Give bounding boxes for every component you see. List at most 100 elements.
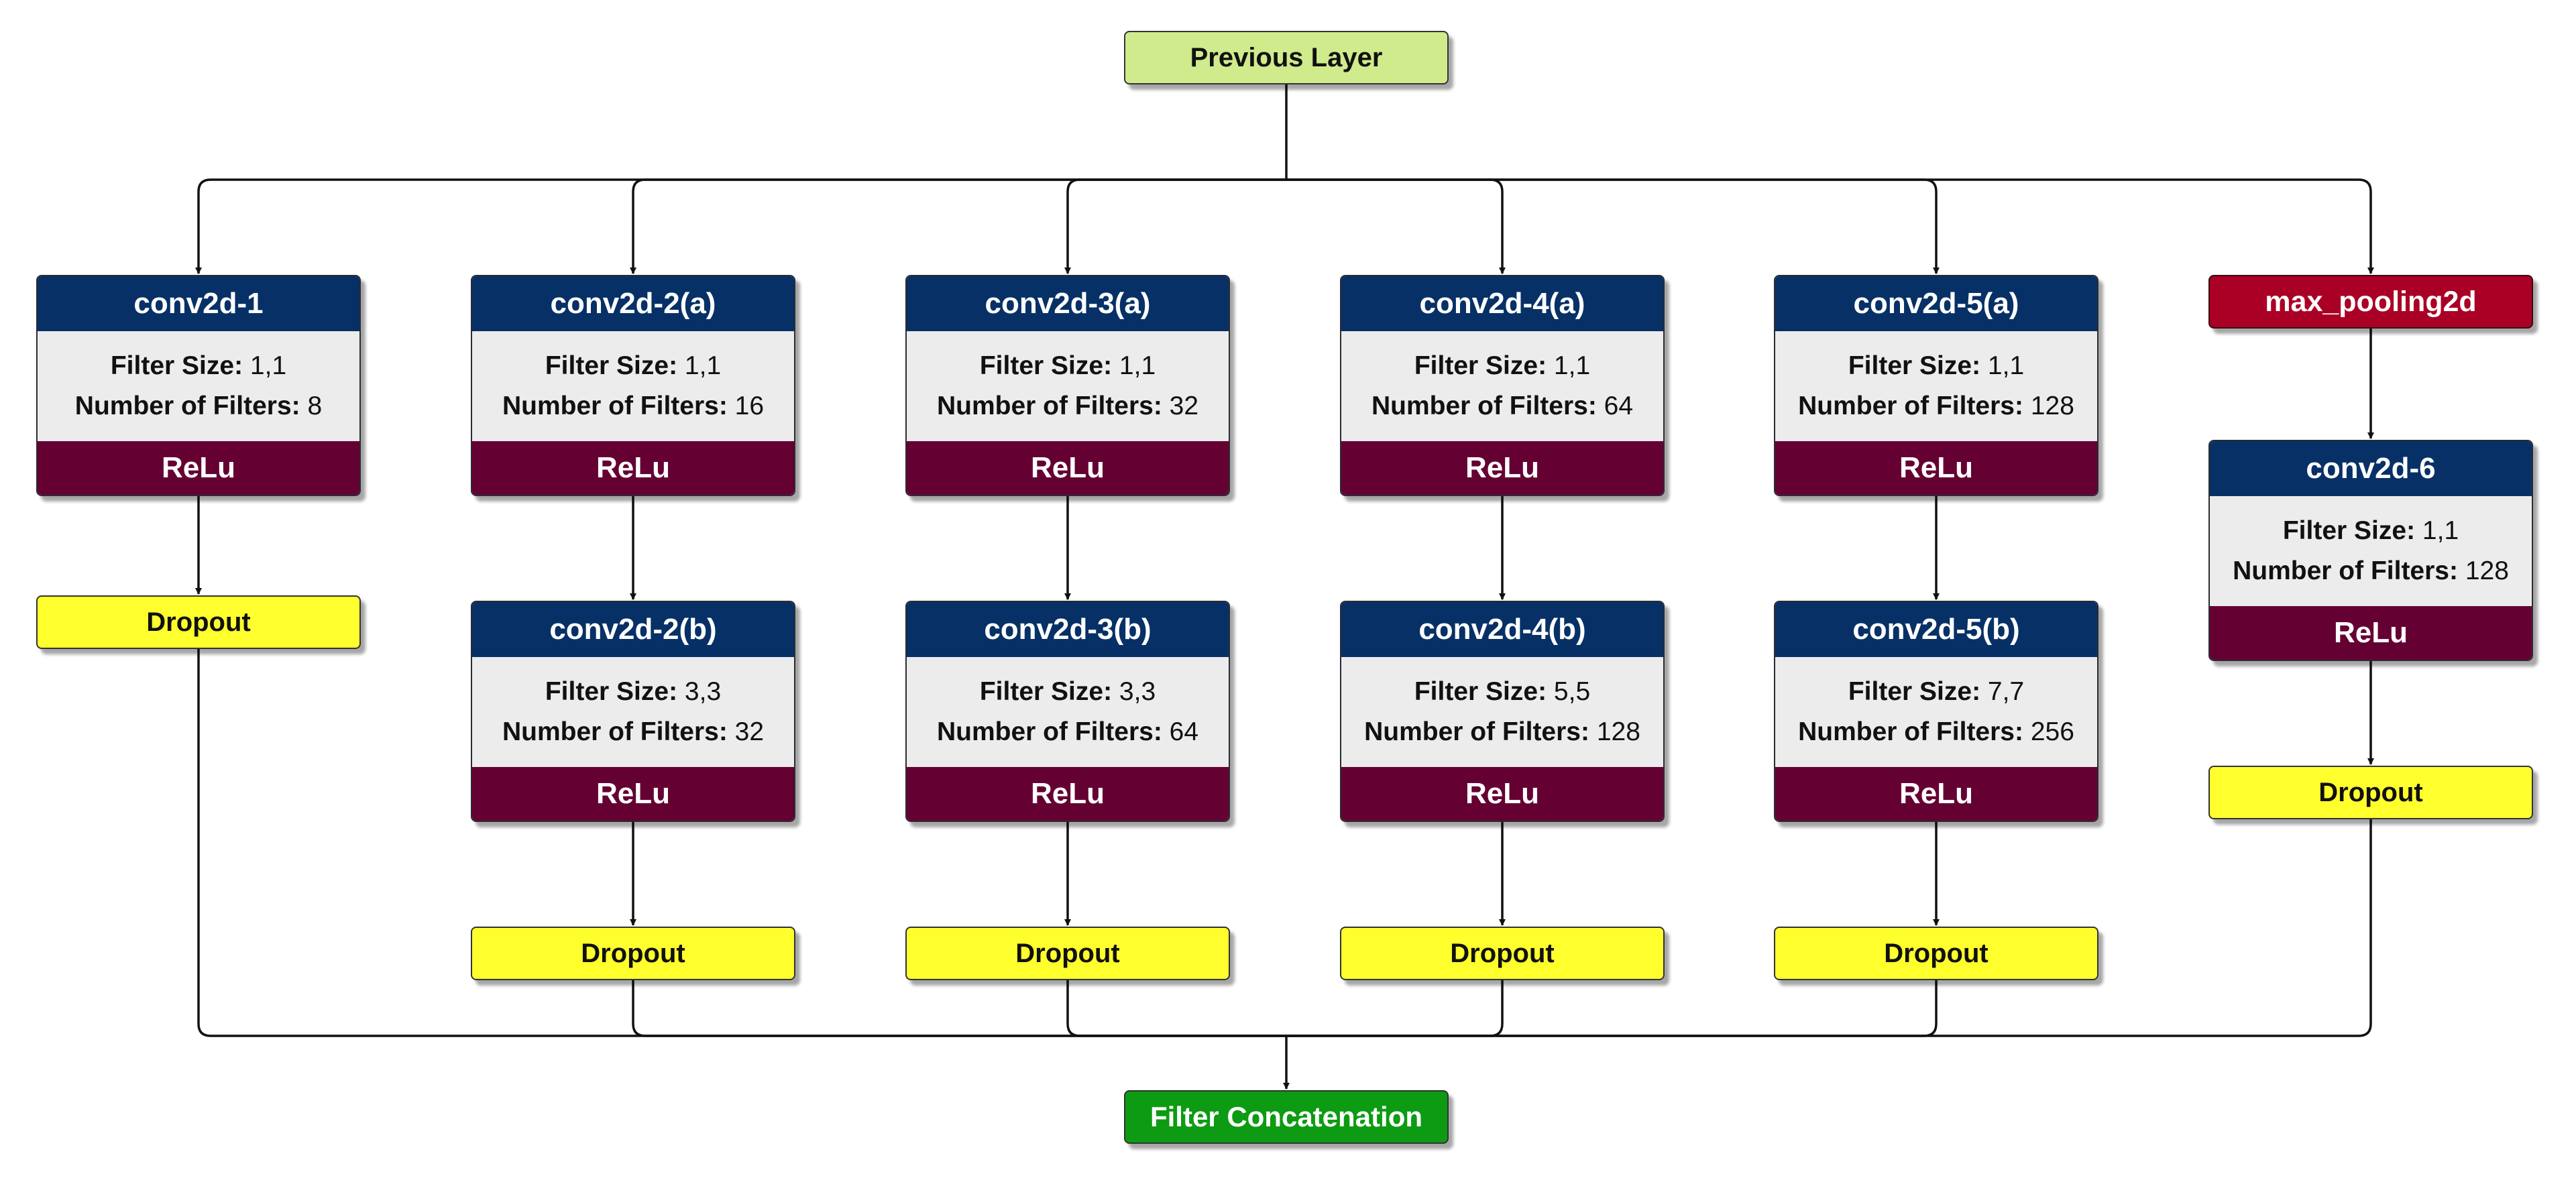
activation-label: ReLu: [1775, 441, 2097, 495]
num-filters-key: Number of Filters:: [502, 717, 728, 746]
num-filters-value: 8: [300, 392, 323, 420]
filter-size-row: Filter Size: 3,3: [980, 672, 1156, 712]
branch-output-edge: [1286, 819, 2372, 1037]
num-filters-row: Number of Filters: 128: [1364, 712, 1640, 752]
num-filters-value: 32: [727, 717, 765, 746]
filter-size-row: Filter Size: 1,1: [980, 346, 1156, 386]
num-filters-value: 64: [1596, 392, 1634, 420]
conv-layer-title: conv2d-5(a): [1775, 276, 2097, 331]
filter-size-key: Filter Size:: [545, 677, 678, 706]
filter-size-row: Filter Size: 3,3: [545, 672, 721, 712]
branch-output-edge: [1286, 980, 1504, 1037]
num-filters-key: Number of Filters:: [2233, 556, 2458, 585]
num-filters-key: Number of Filters:: [936, 717, 1162, 746]
filter-size-value: 1,1: [2415, 516, 2459, 545]
branch-input-edge: [1286, 178, 2374, 274]
filter-size-value: 1,1: [1112, 351, 1156, 380]
filter-size-value: 3,3: [677, 677, 722, 706]
filter-size-value: 1,1: [1980, 351, 2025, 380]
filter-size-value: 7,7: [1980, 677, 2025, 706]
branch-input-edge: [1064, 178, 1286, 274]
max-pooling-block: max_pooling2d: [2208, 275, 2533, 329]
num-filters-row: Number of Filters: 64: [1371, 386, 1633, 426]
filter-concatenation-node: Filter Concatenation: [1124, 1090, 1449, 1144]
activation-label: ReLu: [1775, 767, 2097, 821]
num-filters-value: 128: [2023, 392, 2074, 420]
conv-layer-title: conv2d-4(a): [1341, 276, 1663, 331]
filter-size-key: Filter Size:: [979, 677, 1113, 706]
filter-size-value: 1,1: [677, 351, 722, 380]
activation-label: ReLu: [907, 441, 1229, 495]
num-filters-row: Number of Filters: 32: [502, 712, 764, 752]
conv-layer-title: conv2d-3(b): [907, 602, 1229, 657]
filter-size-key: Filter Size:: [1414, 351, 1547, 380]
num-filters-row: Number of Filters: 32: [937, 386, 1198, 426]
filter-size-row: Filter Size: 5,5: [1414, 672, 1590, 712]
num-filters-value: 128: [2457, 556, 2509, 585]
conv-layer-title: conv2d-5(b): [1775, 602, 2097, 657]
filter-size-row: Filter Size: 1,1: [1414, 346, 1590, 386]
filter-size-row: Filter Size: 1,1: [1848, 346, 2024, 386]
num-filters-key: Number of Filters:: [1798, 717, 2023, 746]
branch-output-edge: [1286, 980, 1938, 1037]
filter-size-key: Filter Size:: [2282, 516, 2416, 545]
conv-layer-title: conv2d-2(b): [472, 602, 794, 657]
num-filters-row: Number of Filters: 8: [75, 386, 322, 426]
dropout-block: Dropout: [36, 595, 361, 649]
branch-output-edge: [632, 980, 1286, 1037]
filter-size-row: Filter Size: 1,1: [111, 346, 286, 386]
filter-size-row: Filter Size: 7,7: [1848, 672, 2024, 712]
filter-size-key: Filter Size:: [1848, 677, 1981, 706]
previous-layer-node: Previous Layer: [1124, 31, 1449, 84]
filter-size-value: 3,3: [1112, 677, 1156, 706]
filter-size-key: Filter Size:: [979, 351, 1113, 380]
num-filters-key: Number of Filters:: [1364, 717, 1589, 746]
activation-label: ReLu: [1341, 441, 1663, 495]
filter-size-key: Filter Size:: [110, 351, 243, 380]
filter-size-key: Filter Size:: [1848, 351, 1981, 380]
num-filters-row: Number of Filters: 128: [2233, 551, 2509, 591]
num-filters-key: Number of Filters:: [502, 392, 728, 420]
branch-output-edge: [197, 649, 1286, 1037]
conv-layer-title: conv2d-2(a): [472, 276, 794, 331]
conv-layer-title: conv2d-3(a): [907, 276, 1229, 331]
num-filters-key: Number of Filters:: [1371, 392, 1597, 420]
dropout-block: Dropout: [1340, 927, 1665, 980]
filter-size-value: 1,1: [243, 351, 287, 380]
filter-size-key: Filter Size:: [1414, 677, 1547, 706]
filter-size-value: 1,1: [1547, 351, 1591, 380]
branch-input-edge: [1286, 178, 1940, 274]
filter-size-value: 5,5: [1547, 677, 1591, 706]
dropout-block: Dropout: [2208, 766, 2533, 819]
num-filters-value: 32: [1162, 392, 1199, 420]
num-filters-value: 64: [1162, 717, 1199, 746]
num-filters-row: Number of Filters: 64: [937, 712, 1198, 752]
activation-label: ReLu: [907, 767, 1229, 821]
num-filters-row: Number of Filters: 128: [1798, 386, 2074, 426]
branch-output-edge: [1066, 980, 1286, 1037]
conv-layer-title: conv2d-6: [2210, 441, 2532, 496]
num-filters-key: Number of Filters:: [1798, 392, 2023, 420]
num-filters-key: Number of Filters:: [936, 392, 1162, 420]
filter-size-key: Filter Size:: [545, 351, 678, 380]
branch-input-edge: [1286, 178, 1506, 274]
num-filters-row: Number of Filters: 16: [502, 386, 764, 426]
num-filters-value: 256: [2023, 717, 2074, 746]
